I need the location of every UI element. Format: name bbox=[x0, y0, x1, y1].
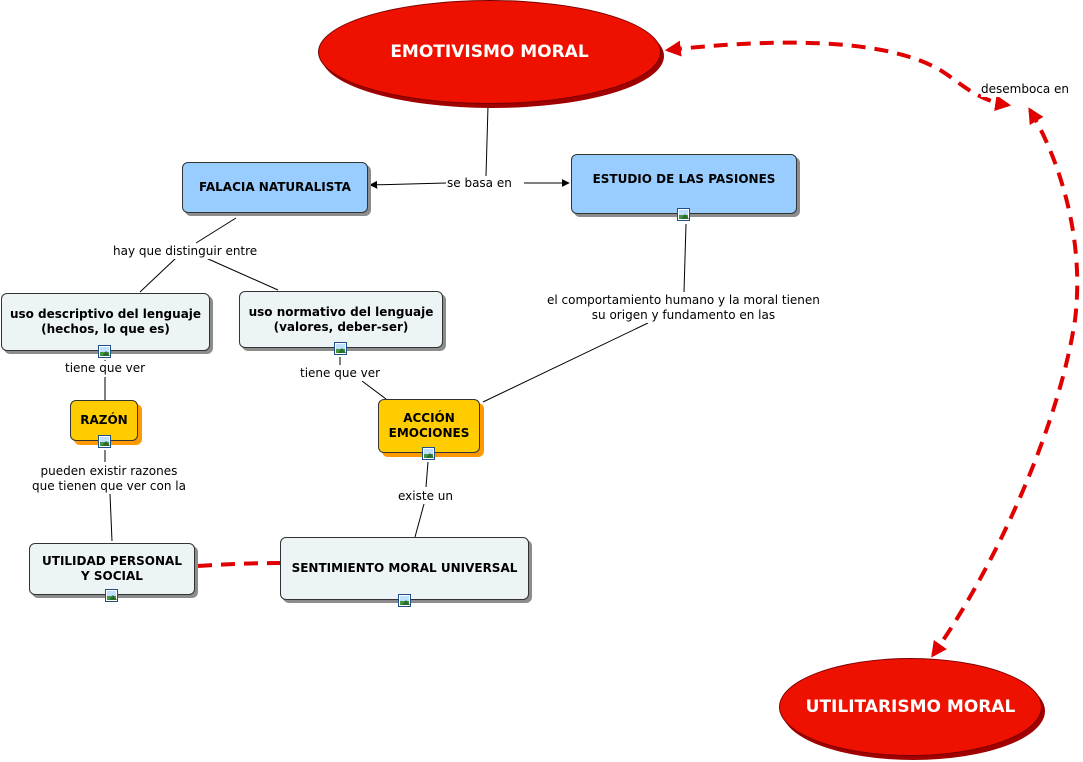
node-utilidad-personal[interactable]: UTILIDAD PERSONAL Y SOCIAL bbox=[29, 543, 195, 595]
link-tiene-accion bbox=[361, 380, 387, 400]
dashed-link-emotivismo-desemboca bbox=[664, 40, 1012, 111]
node-sentimiento-moral[interactable]: SENTIMIENTO MORAL UNIVERSAL bbox=[280, 537, 529, 600]
link-label-se-basa-en: se basa en bbox=[447, 176, 512, 191]
dashed-link-desemboca-utilitarismo bbox=[931, 107, 1080, 658]
node-uso-descriptivo-label: uso descriptivo del lenguaje (hechos, lo… bbox=[9, 307, 202, 336]
link-estudio-comportamiento bbox=[683, 223, 687, 293]
link-comportamiento-accion bbox=[482, 322, 649, 403]
link-label-pueden-existir: pueden existir razones que tienen que ve… bbox=[32, 464, 186, 494]
resource-icon[interactable] bbox=[334, 342, 347, 355]
node-uso-descriptivo[interactable]: uso descriptivo del lenguaje (hechos, lo… bbox=[1, 293, 210, 351]
resource-icon[interactable] bbox=[105, 589, 118, 602]
node-uso-normativo[interactable]: uso normativo del lenguaje (valores, deb… bbox=[239, 291, 443, 348]
node-utilidad-label: UTILIDAD PERSONAL Y SOCIAL bbox=[42, 554, 182, 583]
node-estudio-pasiones[interactable]: ESTUDIO DE LAS PASIONES bbox=[571, 154, 797, 214]
resource-icon[interactable] bbox=[98, 345, 111, 358]
link-label-comportamiento: el comportamiento humano y la moral tien… bbox=[547, 293, 820, 323]
link-distinguir-normativo bbox=[205, 257, 279, 291]
link-label-existe-un: existe un bbox=[398, 489, 453, 504]
link-label-hay-que-distinguir: hay que distinguir entre bbox=[113, 244, 258, 259]
link-distinguir-descriptivo bbox=[139, 257, 177, 293]
node-emotivismo-moral[interactable]: EMOTIVISMO MORAL bbox=[318, 0, 661, 104]
link-label-tiene-que-ver: tiene que ver bbox=[300, 366, 381, 381]
node-razon-label: RAZÓN bbox=[80, 413, 128, 427]
link-label-tiene-que-ver: tiene que ver bbox=[65, 361, 146, 376]
node-utilitarismo-moral[interactable]: UTILITARISMO MORAL bbox=[779, 658, 1042, 756]
resource-icon[interactable] bbox=[398, 594, 411, 607]
node-accion-label: ACCIÓN EMOCIONES bbox=[388, 411, 470, 440]
resource-icon[interactable] bbox=[422, 447, 435, 460]
node-utilitarismo-label: UTILITARISMO MORAL bbox=[805, 697, 1016, 717]
node-sentimiento-label: SENTIMIENTO MORAL UNIVERSAL bbox=[291, 561, 518, 575]
node-uso-normativo-label: uso normativo del lenguaje (valores, deb… bbox=[248, 304, 434, 334]
resource-icon[interactable] bbox=[677, 208, 690, 221]
node-falacia-label: FALACIA NATURALISTA bbox=[199, 180, 351, 194]
link-sebasa-falacia bbox=[369, 180, 447, 189]
link-pueden-utilidad bbox=[109, 493, 113, 542]
link-existe-sentimiento bbox=[414, 503, 425, 538]
link-accion-existe bbox=[425, 461, 429, 488]
node-estudio-label: ESTUDIO DE LAS PASIONES bbox=[592, 171, 776, 186]
node-razon[interactable]: RAZÓN bbox=[70, 400, 138, 441]
node-falacia-naturalista[interactable]: FALACIA NATURALISTA bbox=[182, 162, 368, 213]
node-accion-emociones[interactable]: ACCIÓN EMOCIONES bbox=[378, 399, 480, 453]
link-label-desemboca-en: desemboca en bbox=[981, 82, 1070, 97]
link-falacia-distinguir bbox=[195, 217, 237, 244]
node-emotivismo-label: EMOTIVISMO MORAL bbox=[390, 42, 589, 62]
link-emotivismo-sebasa bbox=[485, 105, 489, 177]
resource-icon[interactable] bbox=[98, 435, 111, 448]
dashed-link-utilidad-sentimiento bbox=[197, 561, 281, 568]
